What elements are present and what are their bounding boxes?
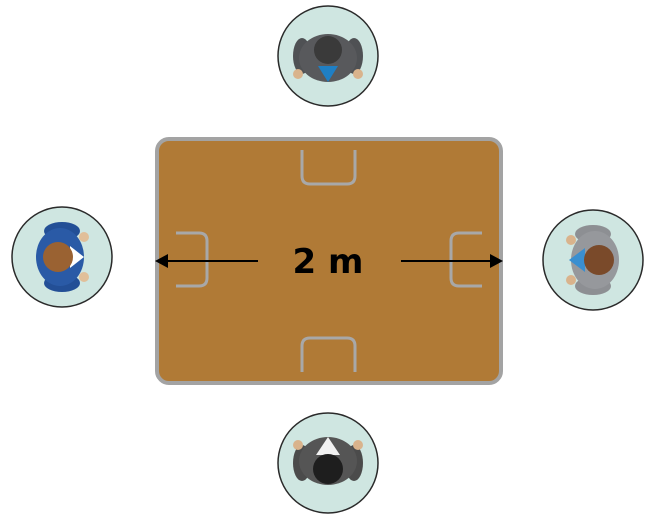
head — [313, 454, 343, 484]
hand-top — [79, 232, 89, 242]
person-top — [277, 5, 379, 107]
shirt-accent — [318, 66, 338, 82]
hand-right — [353, 69, 363, 79]
shirt-accent — [569, 248, 585, 272]
hand-bottom — [79, 272, 89, 282]
person-figure — [293, 437, 363, 485]
hand-right — [353, 440, 363, 450]
place-settings — [176, 150, 482, 372]
person-figure — [36, 222, 89, 292]
hand-left — [293, 440, 303, 450]
person-figure — [566, 225, 619, 295]
person-right — [542, 209, 644, 311]
person-figure — [293, 34, 363, 82]
hand-bottom — [566, 275, 576, 285]
shirt-accent — [316, 437, 340, 455]
place-setting-bottom — [300, 336, 357, 372]
hand-top — [566, 235, 576, 245]
distance-label: 2 m — [292, 242, 364, 282]
head — [584, 245, 614, 275]
shirt-accent — [70, 246, 84, 268]
place-setting-left — [176, 231, 209, 288]
person-left — [11, 206, 113, 308]
person-bottom — [277, 412, 379, 514]
arrowhead-right — [490, 254, 503, 268]
place-setting-right — [449, 231, 482, 288]
head — [43, 242, 73, 272]
head — [314, 36, 342, 64]
arrowhead-left — [155, 254, 168, 268]
place-setting-top — [300, 150, 357, 186]
hand-left — [293, 69, 303, 79]
